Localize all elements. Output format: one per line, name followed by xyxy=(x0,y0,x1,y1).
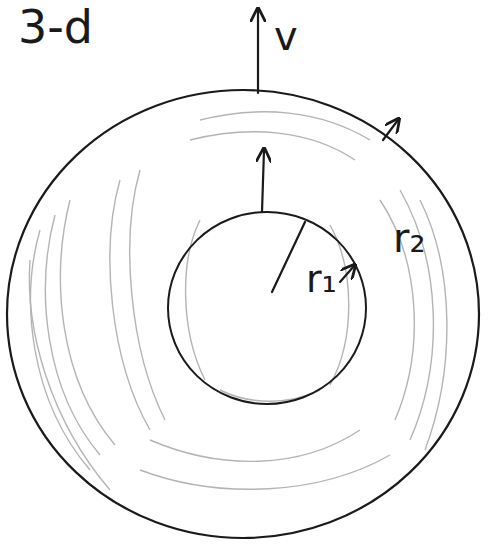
pencil-shading xyxy=(29,112,447,490)
dimension-note: 3-d xyxy=(18,4,93,50)
sphere-outline xyxy=(166,210,368,406)
velocity-arrow xyxy=(257,10,259,93)
radius-line xyxy=(272,222,305,292)
radius-arrow xyxy=(383,120,398,140)
radius-arrow xyxy=(340,266,354,282)
inner-arrow xyxy=(262,150,264,212)
sphere-outline xyxy=(168,212,366,404)
radius-label: r₁ xyxy=(306,260,337,298)
inner-sphere: r₁ xyxy=(166,210,368,406)
sphere-outline xyxy=(7,90,479,538)
sphere-outline xyxy=(5,88,481,540)
outer-sphere: r₂ r₁ xyxy=(5,88,481,540)
radius-label: r₂ xyxy=(393,218,425,258)
velocity-label: v xyxy=(274,16,298,56)
